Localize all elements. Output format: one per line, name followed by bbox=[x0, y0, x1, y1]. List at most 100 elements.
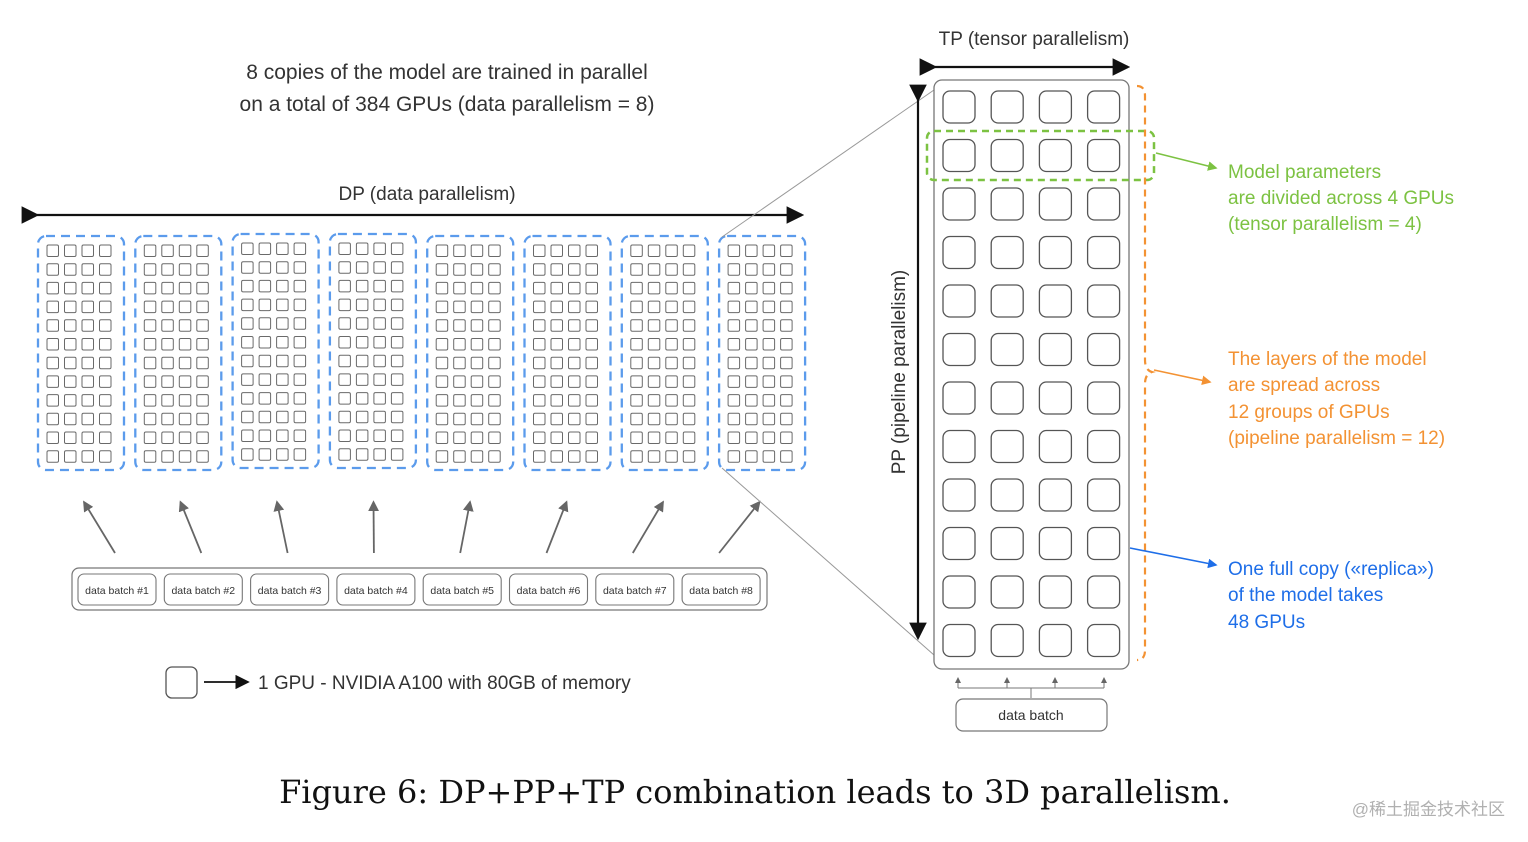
gpu-cell bbox=[64, 356, 77, 370]
gpu-cell bbox=[196, 244, 209, 257]
gpu-cell bbox=[241, 336, 254, 349]
gpu-cell bbox=[99, 300, 112, 314]
gpu-cell bbox=[682, 263, 696, 276]
gpu-cell bbox=[64, 412, 77, 426]
gpu-cell bbox=[99, 263, 112, 276]
gpu-cell bbox=[338, 317, 351, 330]
gpu-cell bbox=[64, 244, 77, 257]
gpu-cell bbox=[630, 375, 643, 388]
gpu-cell bbox=[355, 261, 369, 274]
gpu-cell bbox=[258, 354, 272, 368]
gpu-cell bbox=[390, 373, 404, 386]
replica-gpu-cell bbox=[1086, 381, 1121, 415]
gpu-cell bbox=[373, 317, 386, 330]
replica-annotation-arrow bbox=[1129, 547, 1218, 569]
replica-gpu-cell bbox=[942, 235, 976, 270]
gpu-cell bbox=[46, 356, 59, 370]
gpu-cell bbox=[293, 410, 307, 424]
gpu-cell bbox=[143, 263, 157, 276]
replica-gpu-cell bbox=[1086, 284, 1121, 318]
gpu-cell bbox=[293, 336, 307, 349]
gpu-cell bbox=[64, 450, 77, 463]
replica-container bbox=[933, 79, 1130, 670]
gpu-cell bbox=[293, 242, 307, 255]
gpu-cell bbox=[64, 394, 77, 407]
gpu-cell bbox=[585, 281, 598, 295]
data-batch-item: data batch #2 bbox=[163, 573, 243, 606]
gpu-cell bbox=[533, 394, 546, 407]
gpu-cell bbox=[390, 448, 404, 461]
gpu-cell bbox=[196, 394, 209, 407]
gpu-cell bbox=[196, 356, 209, 370]
gpu-cell bbox=[161, 356, 174, 370]
gpu-cell bbox=[46, 281, 59, 295]
gpu-cell bbox=[196, 431, 209, 444]
dp-replica-outline bbox=[620, 234, 709, 472]
replica-gpu-cell bbox=[1086, 478, 1121, 512]
gpu-cell bbox=[293, 429, 307, 442]
gpu-cell bbox=[453, 319, 466, 332]
gpu-cell bbox=[453, 281, 466, 295]
gpu-cell bbox=[390, 429, 404, 442]
gpu-cell bbox=[585, 263, 598, 276]
gpu-cell bbox=[488, 412, 501, 426]
gpu-cell bbox=[178, 412, 192, 426]
gpu-cell bbox=[665, 319, 678, 332]
gpu-cell bbox=[276, 279, 289, 293]
pipeline-bracket bbox=[1136, 84, 1156, 662]
gpu-cell bbox=[630, 338, 643, 351]
gpu-cell bbox=[665, 394, 678, 407]
gpu-cell bbox=[355, 317, 369, 330]
gpu-cell bbox=[488, 431, 501, 444]
gpu-cell bbox=[762, 300, 776, 314]
data-batch-item: data batch #8 bbox=[681, 573, 761, 606]
gpu-cell bbox=[727, 263, 741, 276]
gpu-cell bbox=[533, 356, 546, 370]
gpu-cell bbox=[276, 336, 289, 349]
gpu-cell bbox=[178, 450, 192, 463]
gpu-cell bbox=[81, 375, 94, 388]
gpu-cell bbox=[64, 375, 77, 388]
gpu-cell bbox=[470, 300, 484, 314]
gpu-cell bbox=[453, 412, 466, 426]
replica-gpu-cell bbox=[990, 138, 1024, 173]
gpu-cell bbox=[196, 281, 209, 295]
gpu-cell bbox=[373, 336, 386, 349]
pipeline-annotation-arrow bbox=[1153, 369, 1212, 386]
gpu-cell bbox=[682, 375, 696, 388]
gpu-cell bbox=[550, 263, 563, 276]
gpu-cell bbox=[550, 244, 563, 257]
replica-gpu-cell bbox=[942, 575, 976, 609]
dp-label: DP (data parallelism) bbox=[338, 184, 515, 205]
gpu-cell bbox=[241, 354, 254, 368]
gpu-cell bbox=[435, 263, 449, 276]
replica-gpu-cell bbox=[1038, 478, 1073, 512]
gpu-cell bbox=[488, 244, 501, 257]
gpu-cell bbox=[373, 429, 386, 442]
data-batch-box bbox=[595, 573, 675, 606]
replica-gpu-cell bbox=[942, 284, 976, 318]
gpu-cell bbox=[338, 448, 351, 461]
gpu-cell bbox=[682, 450, 696, 463]
gpu-cell bbox=[568, 338, 581, 351]
gpu-cell bbox=[390, 317, 404, 330]
gpu-cell bbox=[762, 263, 776, 276]
gpu-cell bbox=[143, 300, 157, 314]
gpu-cell bbox=[276, 448, 289, 461]
gpu-cell bbox=[727, 394, 741, 407]
gpu-cell bbox=[178, 431, 192, 444]
gpu-cell bbox=[373, 298, 386, 312]
gpu-cell bbox=[780, 244, 793, 257]
dp-replica-outline bbox=[231, 232, 320, 470]
replica-gpu-cell bbox=[1086, 526, 1121, 561]
gpu-cell bbox=[46, 394, 59, 407]
gpu-cell bbox=[470, 356, 484, 370]
gpu-cell bbox=[682, 356, 696, 370]
gpu-cell bbox=[470, 244, 484, 257]
gpu-cell bbox=[488, 300, 501, 314]
dp-replica-outline bbox=[36, 234, 126, 472]
gpu-cell bbox=[665, 300, 678, 314]
gpu-cell bbox=[99, 281, 112, 295]
gpu-cell bbox=[241, 373, 254, 386]
